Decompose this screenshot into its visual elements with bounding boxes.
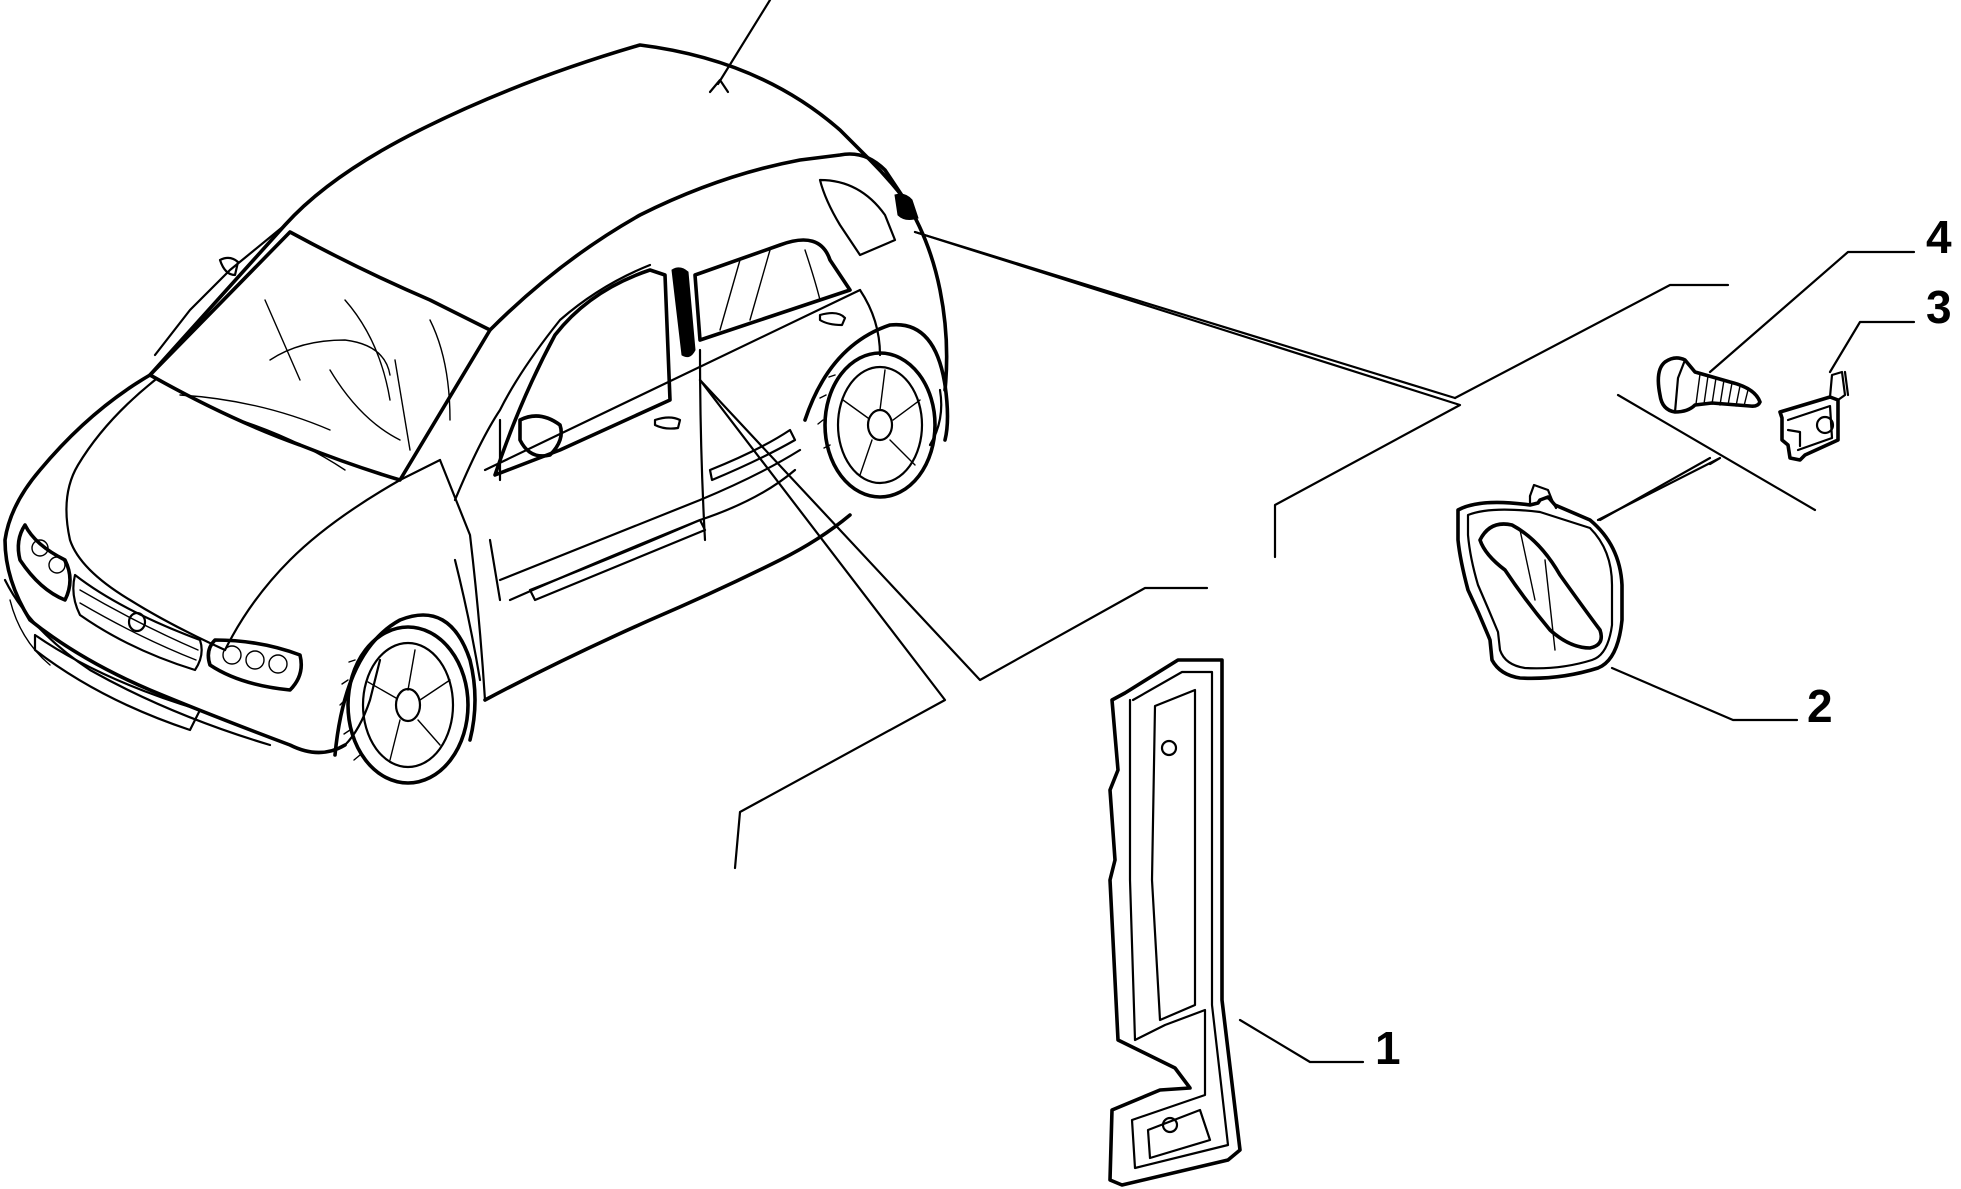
callout-line-4 <box>1708 250 1916 374</box>
part-1-gasket <box>1108 658 1242 1187</box>
leader-lines <box>698 0 1817 870</box>
car-illustration <box>3 43 950 785</box>
callout-line-3 <box>1828 320 1916 374</box>
callout-number-1: 1 <box>1375 1022 1401 1074</box>
callout-number-4: 4 <box>1926 211 1952 263</box>
part-3-clip-nut <box>1778 370 1850 462</box>
part-4-screw <box>1656 356 1762 414</box>
callout-line-2 <box>1610 666 1799 722</box>
part-2-door-handle <box>1456 483 1624 681</box>
callout-number-2: 2 <box>1807 680 1833 732</box>
callout-line-1 <box>1238 1018 1365 1064</box>
callout-lines <box>1238 250 1916 1064</box>
callout-number-3: 3 <box>1926 281 1952 333</box>
